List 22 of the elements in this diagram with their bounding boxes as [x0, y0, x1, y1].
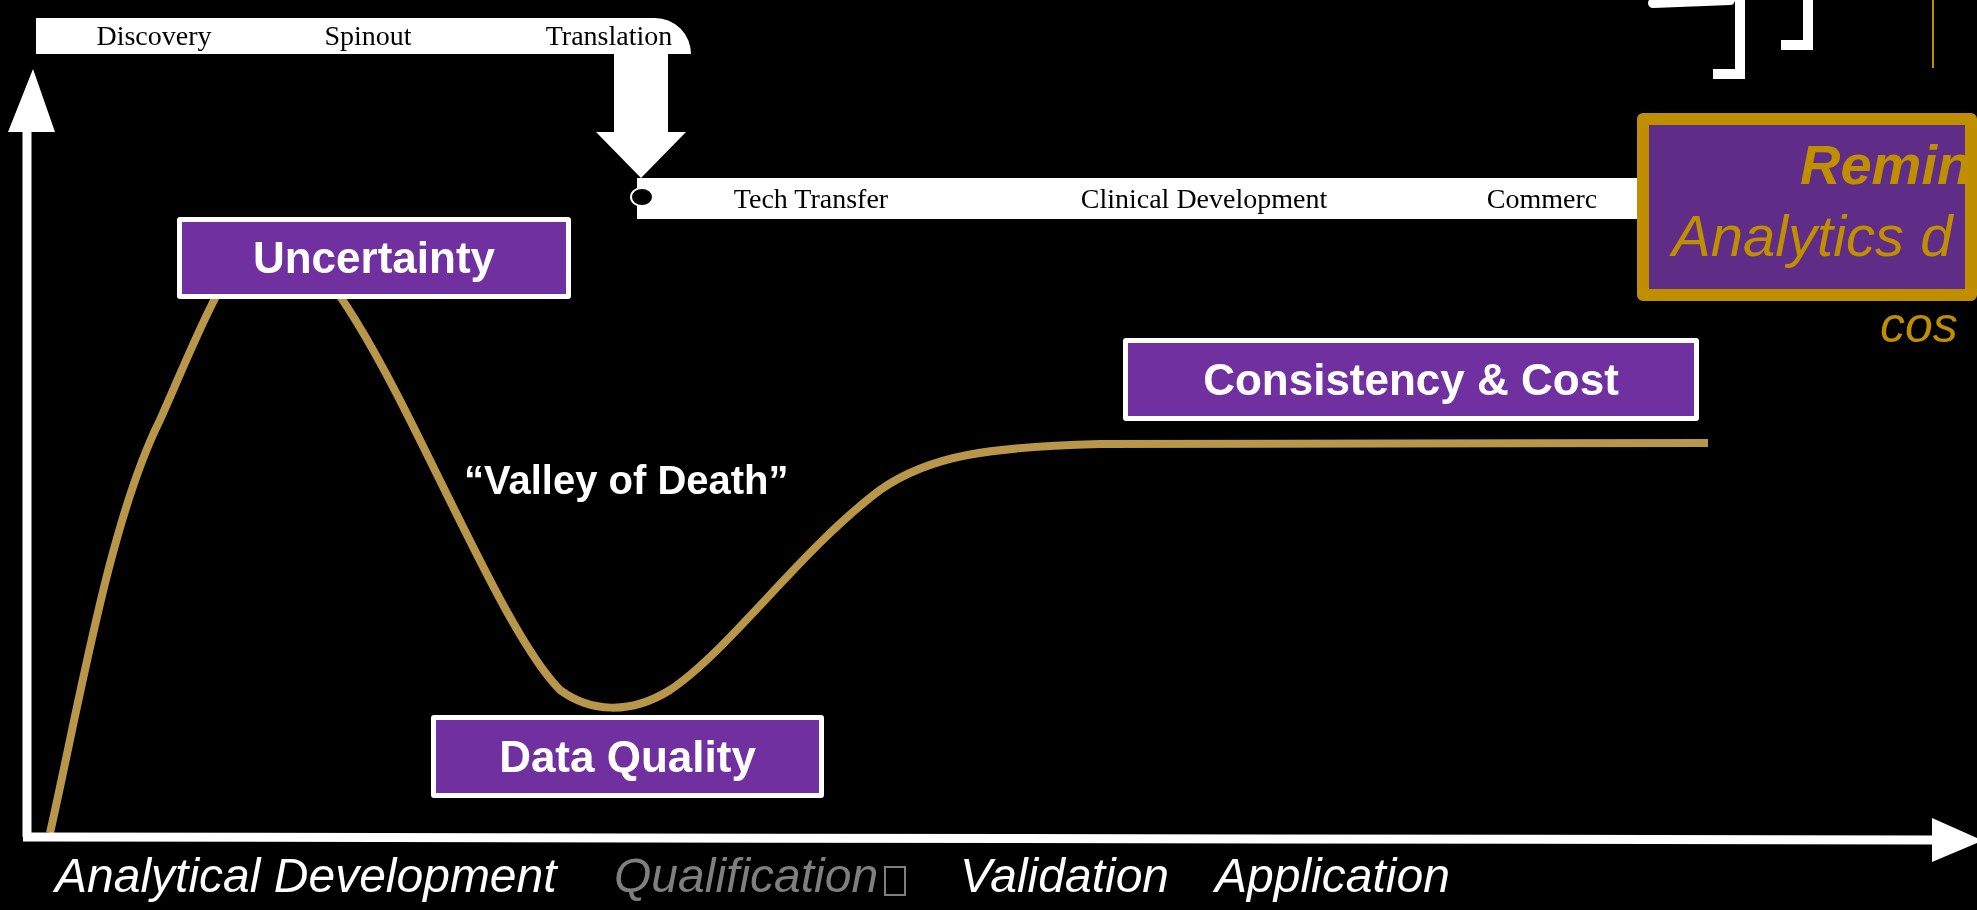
note-text: cos: [1880, 300, 1958, 350]
axis-label: Application: [1215, 850, 1450, 903]
box-title: Consistency & Cost: [1203, 354, 1619, 405]
arrow: [596, 52, 686, 178]
stage-label: Clinical Development: [1080, 181, 1328, 216]
axis-label: Analytical Development: [55, 850, 557, 903]
stage-label: Discovery: [96, 19, 212, 53]
annotation-label: “Valley of Death”: [464, 458, 789, 502]
stage-label: Spinout: [324, 19, 412, 53]
stage-band: [36, 18, 691, 54]
label-box: [1123, 338, 1699, 421]
note-box: [1637, 113, 1977, 301]
label-box: [177, 217, 571, 299]
box-title: Data Quality: [499, 731, 756, 782]
stage-label: Tech Transfer: [733, 181, 889, 216]
label-box: [431, 715, 824, 798]
box-title: Uncertainty: [252, 233, 496, 283]
stage-label: Commerc: [1486, 181, 1598, 216]
axis-label: Qualification: [614, 850, 879, 903]
axis-label: Validation: [960, 850, 1170, 903]
note-text: Remin: [1800, 137, 1972, 193]
stage-label: Translation: [545, 19, 673, 53]
